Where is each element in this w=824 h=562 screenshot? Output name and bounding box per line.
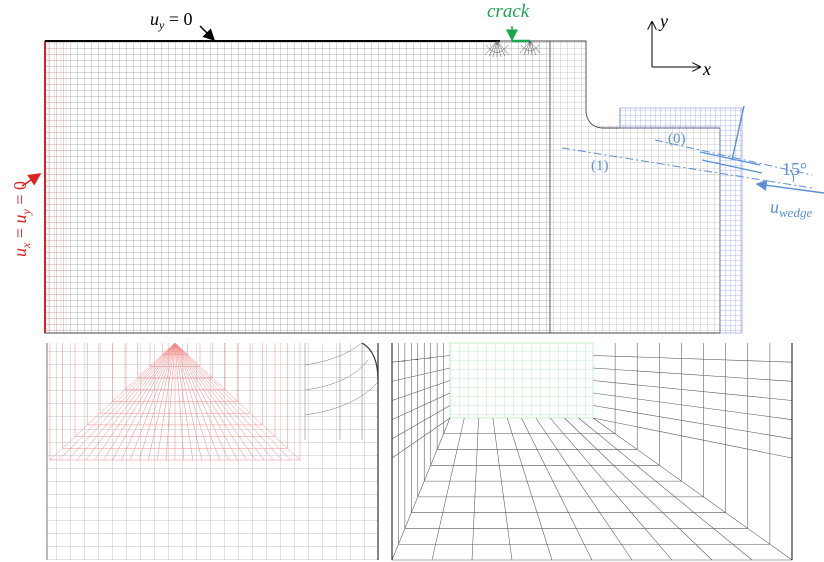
crack-tip-fan-left: [484, 40, 510, 58]
uy-label-sub: y: [159, 18, 165, 32]
upper-right-mesh: [550, 41, 586, 125]
axis-icon: [652, 22, 700, 67]
left-u2: u: [10, 214, 30, 224]
wedge-lines: [561, 105, 824, 194]
left-eq2: = 0: [10, 181, 30, 210]
axis-y-label: y: [660, 11, 668, 31]
lower-right-mesh: [550, 125, 720, 333]
layer-1-label: (1): [591, 158, 609, 174]
crack-tip-fan-right: [519, 40, 541, 56]
detail-panel-right: [391, 342, 793, 561]
left-eq1: =: [10, 223, 30, 243]
specimen-mesh: [44, 39, 824, 334]
uy-zero-label: uy = 0: [150, 9, 193, 31]
fixed-bc-label: ux = uy = 0: [10, 159, 33, 279]
transition-mesh: [391, 343, 793, 561]
axis-x-label: x: [703, 59, 711, 79]
uy-arrow-icon: [199, 25, 216, 42]
wedge-disp-label: uwedge: [770, 197, 812, 219]
fixed-edge-mesh: [45, 41, 69, 333]
layer-0-label: (0): [668, 131, 686, 147]
left-s2: y: [19, 209, 33, 215]
wedge-region: [619, 107, 743, 334]
uy-label-rest: = 0: [164, 9, 193, 29]
uy-label-u: u: [150, 9, 159, 29]
left-u1: u: [10, 247, 30, 257]
uwedge-u: u: [770, 197, 779, 217]
angle-label: 15°: [782, 159, 808, 179]
main-body-mesh: [44, 40, 551, 334]
notch-detail-mesh: [304, 342, 379, 440]
uwedge-sub: wedge: [779, 205, 813, 220]
left-s1: x: [19, 242, 33, 248]
crack-tip-detail-mesh: [49, 342, 301, 461]
crack-label: crack: [487, 1, 530, 22]
refined-green-mesh: [449, 342, 594, 419]
detail-panel-left: [46, 342, 379, 560]
fixed-arrow-icon: [21, 173, 42, 187]
